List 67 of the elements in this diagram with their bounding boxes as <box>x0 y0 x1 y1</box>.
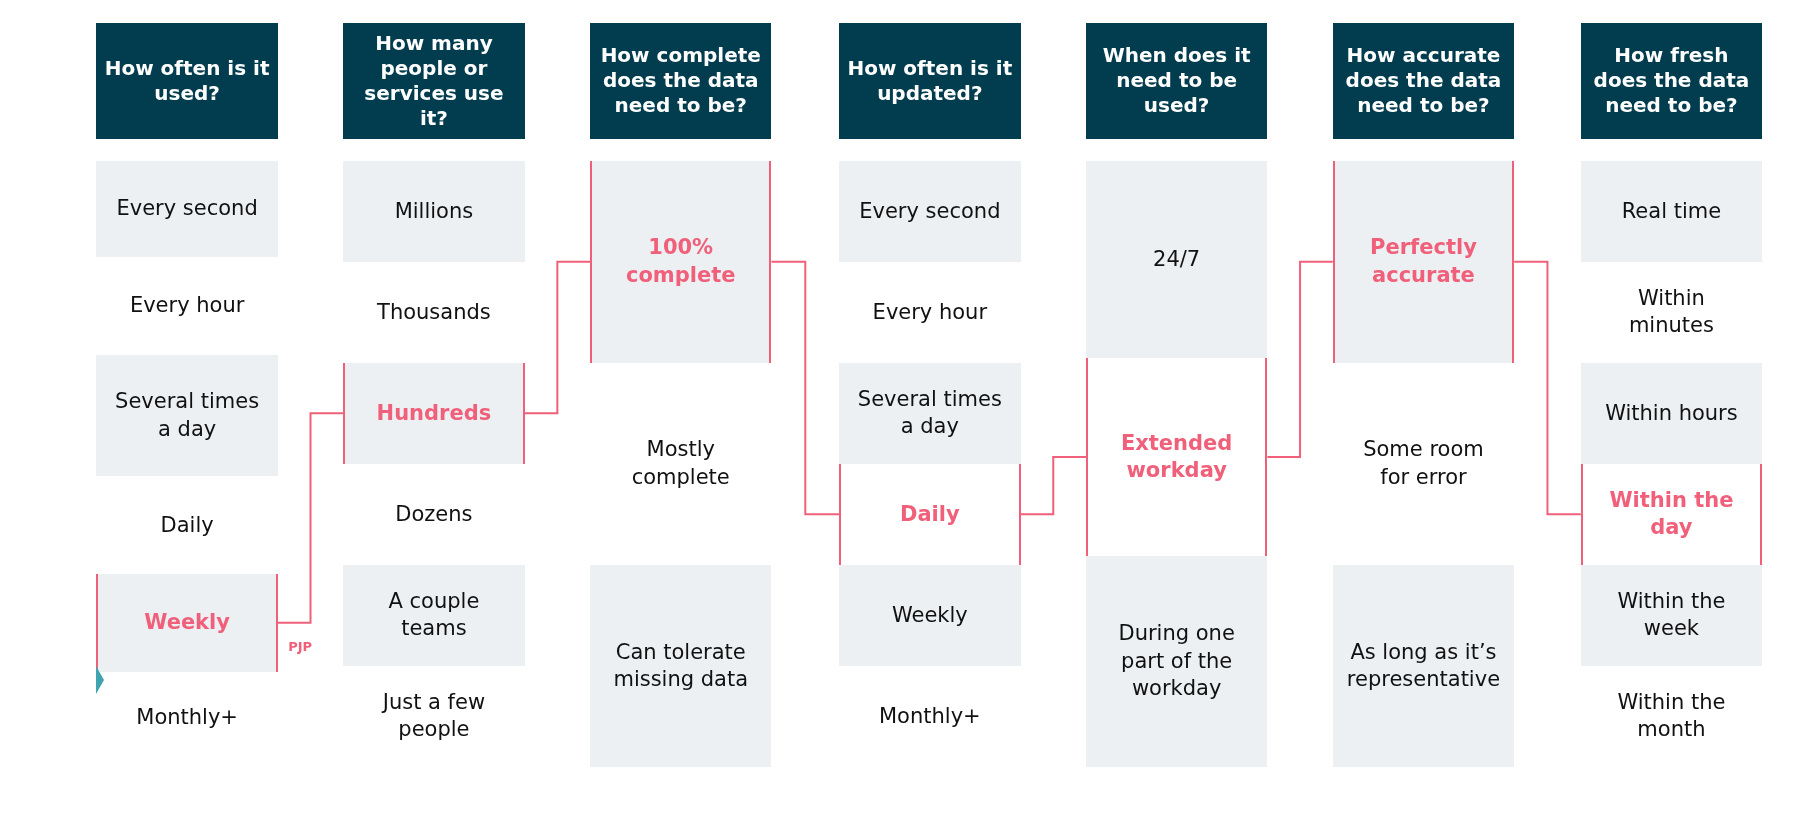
connector-line <box>1513 260 1582 516</box>
option-text: Daily <box>160 511 214 539</box>
question-header <box>1332 22 1515 139</box>
option-cell <box>1580 362 1763 464</box>
option-text: Thousands <box>377 298 491 326</box>
option-text: Just a few people <box>380 689 487 744</box>
option-text: Every second <box>116 195 258 223</box>
selected-option-cell <box>1580 463 1763 565</box>
option-text: During one part of the workday <box>1117 620 1236 702</box>
selected-option-cell <box>96 573 278 672</box>
option-text: Every second <box>859 197 1001 225</box>
option-text: Perfectly accurate <box>1369 234 1478 289</box>
question-header <box>1085 22 1268 139</box>
question-text: How many people or services use it? <box>363 30 505 131</box>
option-text: Daily <box>900 500 960 528</box>
option-text: Can tolerate missing data <box>612 638 750 693</box>
option-cell <box>1085 555 1268 767</box>
option-text: 100% complete <box>624 234 737 289</box>
option-text: Some room for error <box>1362 436 1485 491</box>
question-header <box>839 22 1021 139</box>
question-text: How accurate does the data need to be? <box>1344 43 1503 119</box>
option-text: As long as it’s representative <box>1346 638 1501 693</box>
option-text: Monthly+ <box>879 702 981 730</box>
option-text: Several times a day <box>856 385 1003 441</box>
connector-line <box>523 260 592 415</box>
option-text: Every hour <box>129 292 245 320</box>
connector-line <box>770 260 841 516</box>
question-text: How complete does the data need to be? <box>599 43 762 119</box>
option-text: Within the month <box>1616 689 1727 744</box>
option-text: Extended workday <box>1119 429 1234 484</box>
question-text: How often is it used? <box>104 55 270 106</box>
question-text: When does it need to be used? <box>1101 43 1252 119</box>
option-text: Dozens <box>395 500 473 528</box>
option-text: Several times a day <box>114 388 261 443</box>
option-text: Real time <box>1621 197 1722 225</box>
option-text: Mostly complete <box>630 436 731 491</box>
option-text: Every hour <box>872 298 988 326</box>
question-text: How fresh does the data need to be? <box>1592 43 1751 119</box>
option-text: Within the week <box>1616 588 1727 643</box>
option-cell <box>839 362 1021 464</box>
option-text: Within hours <box>1605 399 1738 427</box>
option-cell <box>839 564 1021 666</box>
option-text: Millions <box>394 197 474 225</box>
selected-option-cell <box>590 160 772 363</box>
connector-line <box>1019 455 1087 516</box>
option-cell <box>1580 564 1763 666</box>
option-text: Weekly <box>891 601 968 629</box>
connector-line <box>1266 260 1334 458</box>
initials-note: PJP <box>288 639 313 655</box>
selected-option-cell <box>1332 160 1515 363</box>
question-text: How often is it updated? <box>847 55 1013 106</box>
option-text: Within minutes <box>1627 284 1715 340</box>
option-text: Weekly <box>144 609 230 637</box>
option-text: 24/7 <box>1153 245 1201 273</box>
question-header <box>343 22 525 139</box>
selected-option-cell <box>1085 358 1268 556</box>
option-text: Monthly+ <box>136 703 238 731</box>
selected-option-cell <box>343 362 525 464</box>
question-header <box>590 22 772 139</box>
option-text: A couple teams <box>387 588 481 643</box>
option-text: Hundreds <box>376 399 492 427</box>
question-header <box>96 22 278 139</box>
option-text: Within the day <box>1608 486 1735 542</box>
question-header <box>1580 22 1763 139</box>
connector-line <box>276 412 345 624</box>
selected-option-cell <box>839 463 1021 565</box>
option-cell <box>1085 160 1268 359</box>
